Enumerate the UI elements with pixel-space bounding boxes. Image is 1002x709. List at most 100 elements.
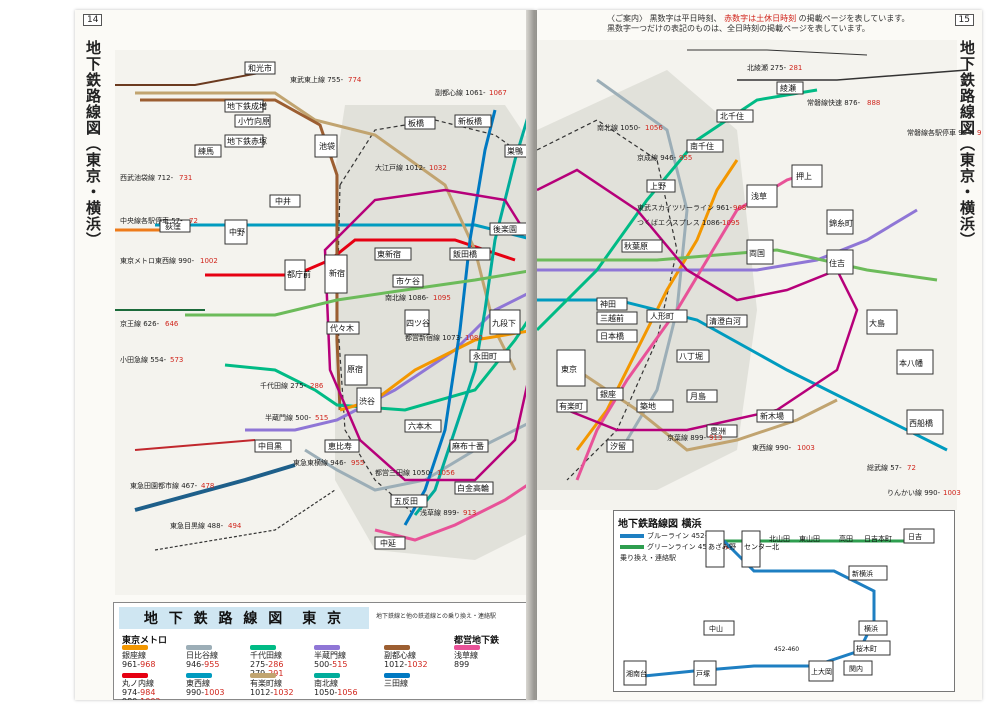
svg-text:地下鉄赤塚: 地下鉄赤塚	[227, 136, 267, 146]
svg-text:西武池袋線 712-: 西武池袋線 712-	[120, 173, 174, 182]
svg-text:四ツ谷: 四ツ谷	[406, 319, 430, 328]
svg-text:練馬: 練馬	[198, 146, 214, 156]
line-name: 三田線	[384, 679, 408, 688]
svg-text:麻布十番: 麻布十番	[452, 441, 484, 451]
svg-text:京葉線 899-: 京葉線 899-	[667, 433, 707, 442]
svg-text:永田町: 永田町	[473, 351, 497, 361]
svg-text:後楽園: 後楽園	[493, 224, 517, 234]
svg-text:副都心線 1061-: 副都心線 1061-	[435, 88, 486, 97]
svg-text:日本橋: 日本橋	[600, 331, 624, 341]
line-name: 浅草線	[454, 651, 478, 660]
svg-text:原宿: 原宿	[347, 364, 363, 374]
svg-text:神田: 神田	[600, 299, 616, 309]
svg-text:大江戸線 1012-: 大江戸線 1012-	[375, 163, 426, 172]
line-color-swatch	[620, 545, 644, 549]
svg-text:荻窪: 荻窪	[165, 221, 181, 231]
svg-text:都営三田線 1050-: 都営三田線 1050-	[375, 468, 433, 477]
line-color-swatch	[620, 534, 644, 538]
yokohama-note: 乗り換え・連絡駅	[620, 554, 676, 562]
svg-text:968: 968	[733, 204, 746, 212]
svg-text:646: 646	[165, 320, 179, 328]
svg-text:1003: 1003	[943, 489, 961, 497]
svg-text:72: 72	[907, 464, 916, 472]
svg-text:センター北: センター北	[744, 542, 779, 551]
right-page: 15 地下鉄路線図（東京・横浜） 〈ご案内〉 黒数字は平日時刻、 赤数字は土休日…	[537, 10, 982, 700]
svg-text:中目黒: 中目黒	[258, 441, 282, 451]
legend-note: 地下鉄線と他の鉄道線との乗り換え・連絡駅	[376, 613, 496, 620]
tokyo-subway-map-left: 和光市 池袋 小竹向原 練馬 中井 中野 荻窪 新宿 都庁前 代々木 原宿 渋谷…	[115, 50, 535, 595]
notice-label: 〈ご案内〉	[607, 14, 647, 23]
svg-text:中延: 中延	[380, 538, 396, 548]
svg-text:1056: 1056	[437, 469, 455, 477]
svg-text:板橋: 板橋	[408, 118, 424, 128]
svg-text:桜木町: 桜木町	[856, 644, 877, 653]
svg-text:三越前: 三越前	[600, 313, 624, 323]
svg-text:478: 478	[201, 482, 214, 490]
svg-text:北千住: 北千住	[720, 111, 744, 121]
svg-text:押上: 押上	[796, 171, 812, 181]
yokohama-lines: あざみ野 センター北 日吉 新横浜 横浜 桜木町 関内 上大岡 中山 湘南台 戸…	[623, 528, 935, 686]
svg-text:東山田: 東山田	[799, 534, 820, 543]
svg-text:1067: 1067	[489, 89, 507, 97]
svg-text:1002: 1002	[200, 257, 218, 265]
line-color-swatch	[122, 673, 148, 678]
svg-text:築地: 築地	[640, 401, 656, 411]
svg-text:新板橋: 新板橋	[458, 116, 482, 126]
svg-text:人形町: 人形町	[650, 312, 674, 321]
svg-text:浅草線 899-: 浅草線 899-	[420, 508, 460, 517]
svg-text:戸塚: 戸塚	[696, 669, 710, 678]
yokohama-label-pages: 452-460	[774, 646, 799, 653]
svg-text:あざみ野: あざみ野	[708, 542, 736, 551]
svg-text:巣鴨: 巣鴨	[507, 146, 523, 156]
tokyo-subway-map-right: 北千住 綾瀬 南千住 押上 浅草 上野 秋葉原 神田 東京 日本橋 三越前 人形…	[537, 40, 982, 510]
operator-metro: 東京メトロ	[122, 636, 168, 646]
svg-text:錦糸町: 錦糸町	[829, 218, 853, 228]
svg-text:924: 924	[977, 129, 982, 137]
line-color-swatch	[314, 673, 340, 678]
legend-line-item: 三田線	[384, 673, 410, 688]
line-color-swatch	[384, 673, 410, 678]
svg-text:955: 955	[679, 154, 692, 162]
svg-text:913: 913	[463, 509, 476, 517]
svg-text:池袋: 池袋	[319, 141, 335, 151]
svg-text:286: 286	[310, 382, 324, 390]
svg-text:総武線 57-: 総武線 57-	[867, 463, 902, 472]
svg-text:1095: 1095	[433, 294, 451, 302]
svg-text:中野: 中野	[229, 227, 245, 237]
svg-text:東急東横線 946-: 東急東横線 946-	[293, 458, 347, 467]
svg-text:五反田: 五反田	[394, 496, 418, 506]
yokohama-map: 地下鉄路線図 横浜 ブルーライン 452-460グリーンライン 452-460乗…	[613, 510, 955, 692]
svg-text:日吉本町: 日吉本町	[864, 534, 892, 543]
svg-text:東新宿: 東新宿	[377, 249, 401, 259]
svg-text:大島: 大島	[869, 318, 885, 328]
svg-text:本八幡: 本八幡	[899, 358, 923, 368]
svg-text:有楽町: 有楽町	[559, 401, 583, 411]
svg-text:六本木: 六本木	[408, 421, 432, 431]
page-number: 14	[83, 14, 103, 26]
svg-text:八丁堀: 八丁堀	[679, 352, 703, 361]
svg-text:高田: 高田	[839, 534, 853, 543]
svg-text:千代田線 275-: 千代田線 275-	[260, 381, 307, 390]
svg-text:小田急線 554-: 小田急線 554-	[120, 355, 167, 364]
line-pages: 275-286	[250, 660, 284, 669]
line-name: 有楽町線	[250, 679, 282, 688]
line-color-swatch	[186, 673, 212, 678]
line-name: ブルーライン 452-	[647, 532, 708, 540]
svg-text:1032: 1032	[429, 164, 447, 172]
line-name: 東西線	[186, 679, 210, 688]
svg-text:573: 573	[170, 356, 183, 364]
svg-text:豊洲: 豊洲	[710, 426, 726, 436]
svg-text:中山: 中山	[709, 624, 723, 633]
svg-text:新木場: 新木場	[760, 411, 784, 421]
line-pages: 500-515	[314, 660, 348, 669]
line-pages: 961-968	[122, 660, 156, 669]
line-pages: 1050-1056	[314, 688, 358, 697]
svg-text:南北線 1050-: 南北線 1050-	[597, 123, 641, 132]
svg-text:市ケ谷: 市ケ谷	[396, 276, 420, 286]
svg-text:中央線各駅停車 57-: 中央線各駅停車 57-	[120, 216, 183, 225]
vertical-title: 地下鉄路線図（東京・横浜）	[84, 40, 102, 248]
